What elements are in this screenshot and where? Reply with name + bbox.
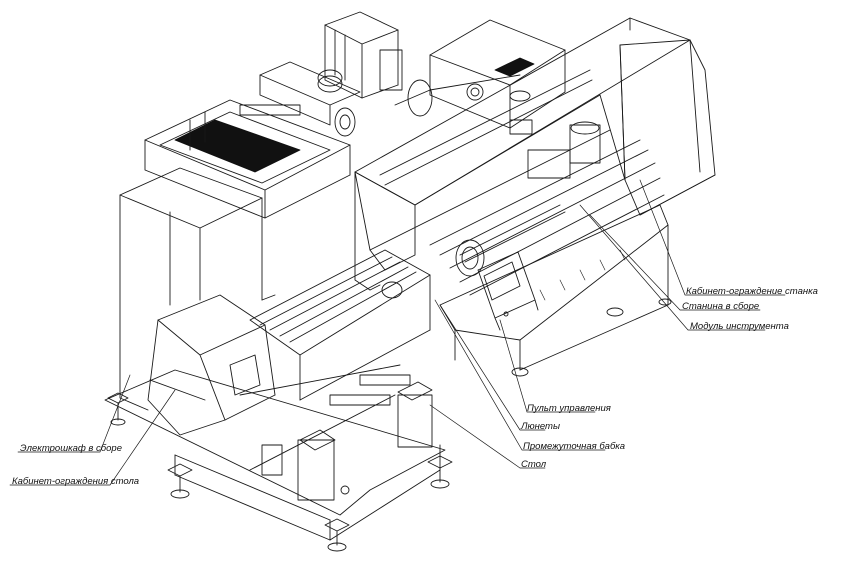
electrical-cabinet <box>119 167 276 411</box>
label-intermediate-loader: Промежуточная бабка <box>523 441 626 452</box>
table-guard-cabinet <box>147 294 276 436</box>
label-steady-rests: Люнеты <box>521 421 560 432</box>
coolant-unit <box>317 11 403 99</box>
label-table: Стол <box>521 459 547 470</box>
hydraulic-unit <box>407 19 566 129</box>
leader-lines <box>9 179 786 486</box>
leveling-feet <box>107 392 453 552</box>
chip-conveyor <box>144 61 361 219</box>
label-cabinet-guard-machine: Кабинет-ограждение станка <box>686 286 818 297</box>
table <box>249 249 431 401</box>
label-control-panel: Пульт управления <box>527 403 611 414</box>
label-electrical-cabinet: Электрошкаф в сборе <box>20 443 122 454</box>
label-cabinet-guard-table: Кабинет-ограждения стола <box>12 476 140 487</box>
machine-cabinet <box>354 17 716 377</box>
label-bed-assembly: Станина в сборе <box>682 301 760 312</box>
label-tool-module: Модуль инструмента <box>690 321 789 332</box>
base-frame <box>104 364 453 552</box>
